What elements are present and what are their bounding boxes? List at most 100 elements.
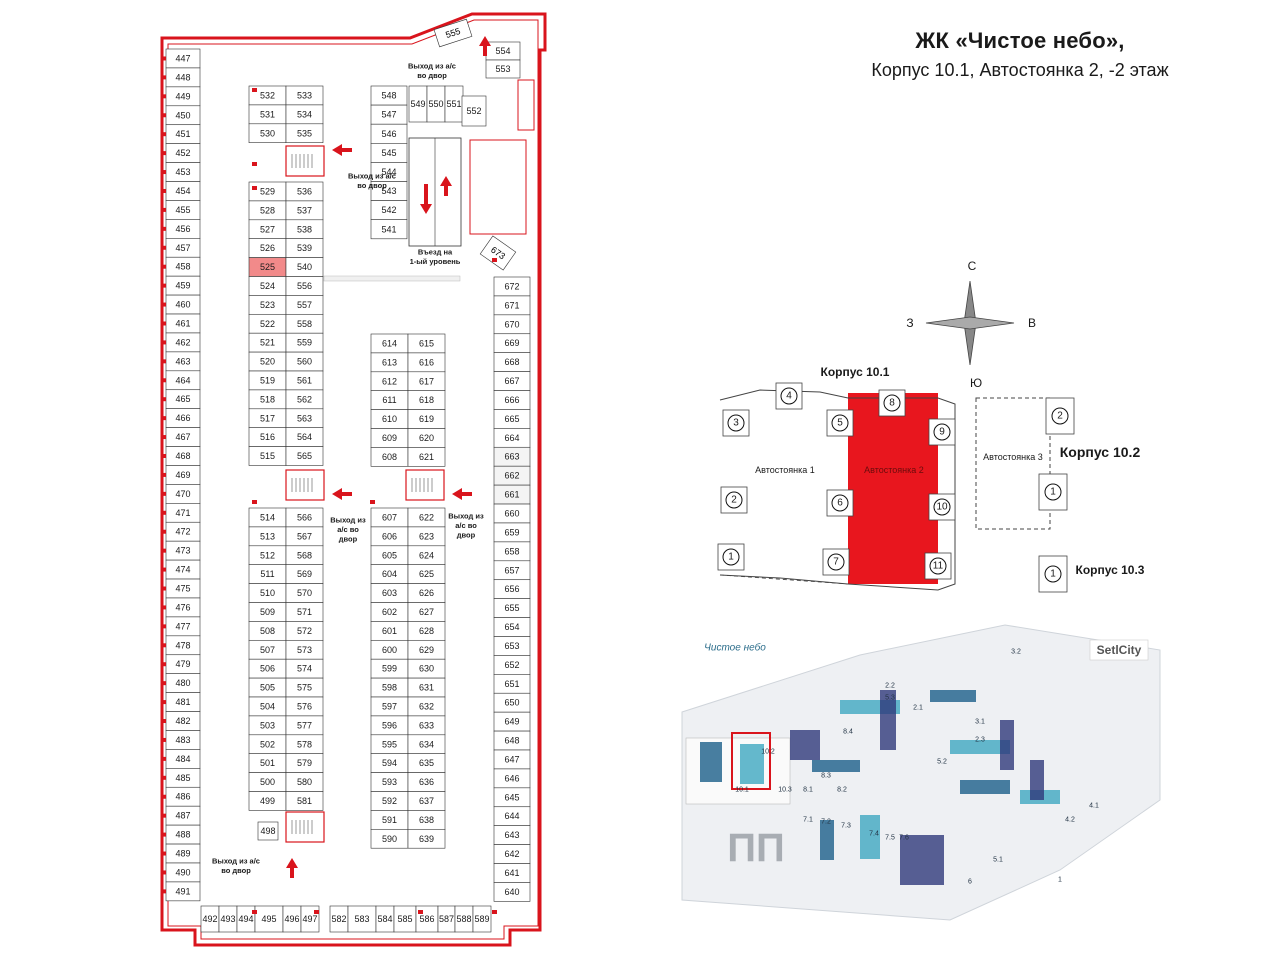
- masterplan-building-label: 7.5: [885, 835, 895, 842]
- exit-label-top: во двор: [417, 71, 447, 80]
- wall-post: [163, 94, 166, 99]
- spot-label: 628: [419, 626, 434, 636]
- parking-spot: [433, 18, 473, 48]
- parking-spot: [254, 905, 284, 933]
- section-number: 3: [733, 418, 739, 429]
- masterplan-building: [820, 820, 834, 860]
- masterplan-ground: [681, 624, 1161, 921]
- service-room: [517, 79, 535, 131]
- spot-label: 650: [504, 698, 519, 708]
- spot-label: 658: [504, 546, 519, 556]
- spot-label: 523: [260, 300, 275, 310]
- wall-post: [163, 283, 166, 288]
- wall-tick: [314, 910, 319, 914]
- spot-label: 531: [260, 109, 275, 119]
- wall-post: [163, 151, 166, 156]
- wall-post: [163, 472, 166, 477]
- spot-label: 608: [382, 452, 397, 462]
- spot-label: 450: [175, 110, 190, 120]
- spot-label: 637: [419, 796, 434, 806]
- spot-label: 656: [504, 584, 519, 594]
- wall-post: [163, 681, 166, 686]
- parking-spot: [257, 821, 279, 841]
- section-number: 8: [889, 398, 895, 409]
- section-circle: [1044, 565, 1062, 583]
- wall-post: [163, 491, 166, 496]
- spot-label: 460: [175, 300, 190, 310]
- spot-label: 447: [175, 53, 190, 63]
- masterplan-building: [1030, 760, 1044, 800]
- exit-label-mid-left: Выход из: [330, 516, 366, 525]
- spot-label: 505: [260, 683, 275, 693]
- wall-post: [163, 889, 166, 894]
- plan-title: ЖК «Чистое небо», Корпус 10.1, Автостоян…: [820, 28, 1220, 81]
- wall-post: [163, 397, 166, 402]
- spot-673-group: 673: [479, 235, 517, 271]
- spot-label: 510: [260, 588, 275, 598]
- spot-label: 549: [410, 99, 425, 109]
- outer-wall: [160, 12, 547, 947]
- spot-label: 554: [495, 46, 510, 56]
- spot-label: 663: [504, 452, 519, 462]
- spot-label: 561: [297, 375, 312, 385]
- wall-post: [163, 813, 166, 818]
- spot-label: 566: [297, 512, 312, 522]
- masterplan-building-label: 7.4: [869, 831, 879, 838]
- spot-label: 508: [260, 626, 275, 636]
- wall-tick: [252, 910, 257, 914]
- wall-post: [163, 113, 166, 118]
- spot-label: 556: [297, 281, 312, 291]
- spot-label: 488: [175, 830, 190, 840]
- masterplan-building-label: 5.1: [993, 857, 1003, 864]
- spot-label: 646: [504, 773, 519, 783]
- spot-555-group: 555: [433, 18, 473, 48]
- title-complex: ЖК «Чистое небо»,: [915, 28, 1125, 53]
- masterplan-building-label: 8.2: [837, 787, 847, 794]
- spot-label: 475: [175, 584, 190, 594]
- spot-label: 482: [175, 716, 190, 726]
- spot-label: 527: [260, 224, 275, 234]
- spot-label: 476: [175, 602, 190, 612]
- spot-label: 643: [504, 830, 519, 840]
- ramp-arrow-down: [420, 184, 432, 214]
- parking-spot: [493, 882, 531, 902]
- wall-tick: [252, 162, 257, 166]
- ramp-threshold: [323, 275, 461, 282]
- wall-post: [163, 132, 166, 137]
- spot-label: 645: [504, 792, 519, 802]
- masterplan-building: [960, 780, 1010, 794]
- wall-post: [163, 435, 166, 440]
- parking-spot: [472, 905, 492, 933]
- spot-label: 528: [260, 205, 275, 215]
- compass-east: В: [1028, 316, 1036, 330]
- spot-label: 610: [382, 414, 397, 424]
- spot-label: 615: [419, 338, 434, 348]
- exit-arrow-mid-left: [332, 488, 352, 500]
- section-number: 1: [728, 552, 734, 563]
- spot-label: 588: [456, 914, 471, 924]
- spot-label: 647: [504, 754, 519, 764]
- entry-ramp-label: 1-ый уровень: [410, 257, 461, 266]
- masterplan-building: [930, 690, 976, 702]
- parking-spot: [479, 235, 517, 271]
- section-number: 2: [731, 495, 737, 506]
- wall-tick: [492, 910, 497, 914]
- spot-label: 502: [260, 739, 275, 749]
- spot-label: 517: [260, 413, 275, 423]
- spot-label: 487: [175, 811, 190, 821]
- spot-label: 605: [382, 550, 397, 560]
- masterplan-building-label: 2.2: [885, 683, 895, 690]
- spot-label: 499: [260, 796, 275, 806]
- parking-3-area: [975, 397, 1051, 530]
- spot-label: 503: [260, 720, 275, 730]
- wall-tick: [252, 88, 257, 92]
- spot-label: 520: [260, 357, 275, 367]
- wall-post: [163, 737, 166, 742]
- spot-label: 648: [504, 736, 519, 746]
- spot-label: 529: [260, 186, 275, 196]
- masterplan-pp: ПП: [727, 826, 785, 870]
- stairwell: [285, 469, 325, 501]
- section-circle: [933, 498, 951, 516]
- spot-label: 670: [504, 319, 519, 329]
- spot-label: 562: [297, 394, 312, 404]
